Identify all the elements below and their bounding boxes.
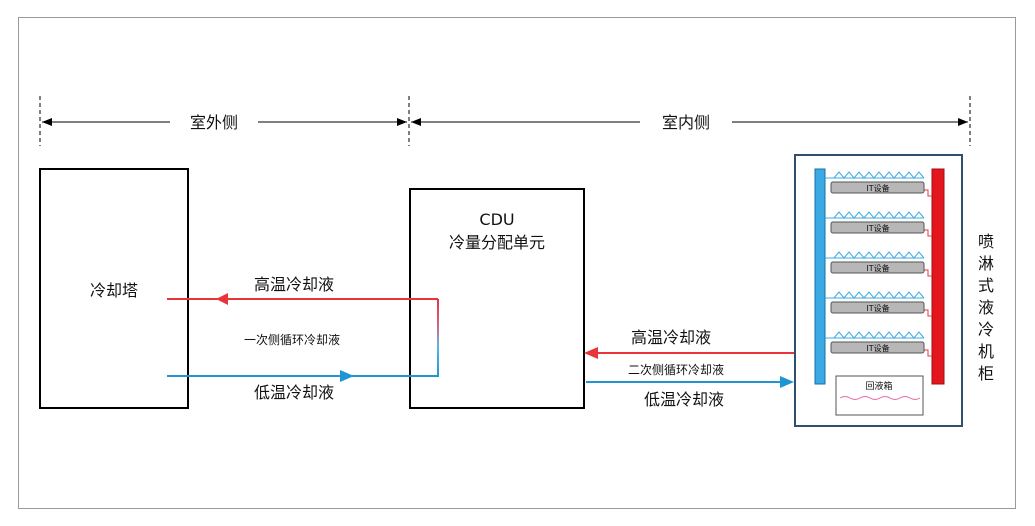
cold-supply-manifold (814, 168, 826, 385)
it-device-label: IT设备 (866, 303, 889, 313)
tank-liquid-wave (839, 396, 921, 400)
cabinet-name-char: 柜 (978, 364, 994, 383)
secondary-hot-label: 高温冷却液 (631, 328, 711, 347)
cabinet-name-char: 淋 (978, 254, 994, 273)
return-line (924, 309, 932, 317)
cabinet-name-char: 式 (978, 276, 994, 295)
cold-supply-arrow (780, 376, 794, 388)
primary-hot-label: 高温冷却液 (254, 275, 334, 294)
zone-dividers (39, 96, 971, 146)
it-device (830, 181, 925, 194)
it-device (830, 341, 925, 354)
cooling-tower-box (39, 168, 189, 409)
hot-flow-arrow (216, 293, 228, 305)
spray-nozzle-pattern (833, 211, 925, 219)
outdoor-zone-label: 室外侧 (190, 113, 238, 132)
spray-nozzle-pattern (833, 251, 925, 259)
it-device (830, 301, 925, 314)
secondary-loop-pipes (584, 347, 794, 388)
cooling-tower-label: 冷却塔 (90, 281, 138, 300)
hot-return-manifold (931, 168, 945, 385)
return-tank (835, 375, 924, 416)
cdu-subtitle: 冷量分配单元 (449, 233, 545, 252)
primary-cold-label: 低温冷却液 (254, 383, 334, 402)
spray-nozzle-pattern (833, 291, 925, 299)
return-line (924, 189, 932, 197)
return-line (924, 349, 932, 357)
cabinet-name-char: 冷 (978, 320, 994, 339)
secondary-cold-label: 低温冷却液 (644, 390, 724, 409)
it-device (830, 261, 925, 274)
cdu-title: CDU (479, 210, 514, 229)
it-device-label: IT设备 (866, 343, 889, 353)
spray-nozzle-pattern (833, 171, 925, 179)
indoor-zone-label: 室内侧 (662, 113, 710, 132)
it-device-label: IT设备 (866, 223, 889, 233)
hot-return-arrow (584, 347, 598, 359)
secondary-loop-label: 二次侧循环冷却液 (628, 362, 724, 377)
it-device-label: IT设备 (866, 263, 889, 273)
return-tank-label: 回液箱 (865, 380, 892, 392)
cabinet-name-char: 机 (978, 342, 994, 361)
it-device-stack: IT设备 IT设备 IT设备 IT设备 IT设备 (825, 171, 932, 357)
it-device (830, 221, 925, 234)
cabinet-name-char: 液 (978, 298, 994, 317)
diagram-frame (18, 17, 1016, 509)
primary-loop-label: 一次侧循环冷却液 (244, 332, 340, 347)
cold-flow-arrow (340, 370, 354, 382)
cabinet-name-char: 喷 (978, 232, 994, 251)
primary-loop-pipes (167, 293, 439, 382)
return-line (924, 269, 932, 277)
spray-nozzle-pattern (833, 331, 925, 339)
return-line (924, 229, 932, 237)
it-device-label: IT设备 (866, 183, 889, 193)
